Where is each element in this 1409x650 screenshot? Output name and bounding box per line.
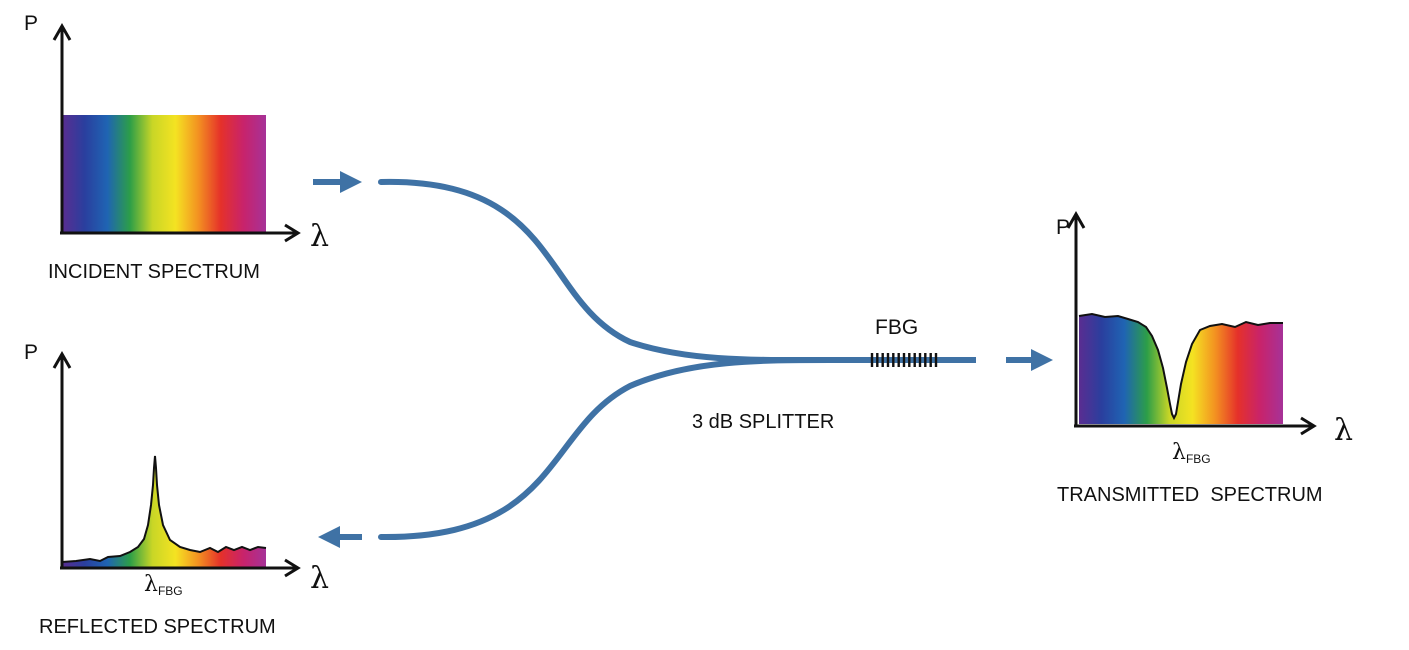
splitter-upper-branch <box>378 178 833 364</box>
reflected-x-axis <box>60 558 301 578</box>
transmitted-y-axis <box>1066 210 1086 426</box>
transmitted-y-axis-label: P <box>1056 216 1070 239</box>
transmitted-x-axis <box>1074 416 1317 436</box>
reflected-y-axis-label: P <box>24 341 38 364</box>
reflected-y-axis <box>52 350 72 568</box>
fiber-network: FBG 3 dB SPLITTER <box>313 171 1053 548</box>
reflected-x-axis-label: λ <box>310 561 329 596</box>
incident-spectrum-band <box>62 115 266 233</box>
incident-spectrum-caption: INCIDENT SPECTRUM <box>48 261 260 283</box>
reflected-lambda-fbg-label: λFBG <box>144 572 183 598</box>
transmitted-spectrum-caption: TRANSMITTED SPECTRUM <box>1057 484 1323 506</box>
fbg-label: FBG <box>875 316 918 339</box>
transmitted-spectrum-outline <box>1078 312 1283 421</box>
incident-x-axis <box>60 223 301 243</box>
fbg-grating <box>870 353 938 367</box>
incident-spectrum-panel: P λ INCIDENT SPECTRUM <box>24 12 329 283</box>
transmitted-output-arrowhead <box>1031 349 1053 371</box>
incident-y-axis <box>52 22 72 233</box>
reflected-spectrum-outline <box>61 455 267 563</box>
transmitted-x-axis-label: λ <box>1334 413 1353 448</box>
incident-input-arrowhead <box>340 171 362 193</box>
incident-y-axis-label: P <box>24 12 38 35</box>
reflected-spectrum-panel: P λ λFBG REFLECTED SPECTRUM <box>24 341 329 638</box>
splitter-lower-branch <box>378 357 833 541</box>
incident-x-axis-label: λ <box>310 219 329 254</box>
reflected-spectrum-fill <box>62 456 266 568</box>
transmitted-spectrum-fill <box>1079 314 1283 424</box>
transmitted-spectrum-panel: P λ λFBG TRANSMITTED SPECTRUM <box>1056 210 1353 506</box>
transmitted-lambda-subscript: FBG <box>1186 452 1211 466</box>
reflected-lambda-symbol: λ <box>144 572 158 597</box>
reflected-return-arrowhead <box>318 526 340 548</box>
reflected-lambda-subscript: FBG <box>158 584 183 598</box>
splitter-label: 3 dB SPLITTER <box>692 411 834 433</box>
transmitted-lambda-fbg-label: λFBG <box>1172 440 1211 466</box>
transmitted-lambda-symbol: λ <box>1172 440 1186 465</box>
reflected-spectrum-caption: REFLECTED SPECTRUM <box>39 616 276 638</box>
